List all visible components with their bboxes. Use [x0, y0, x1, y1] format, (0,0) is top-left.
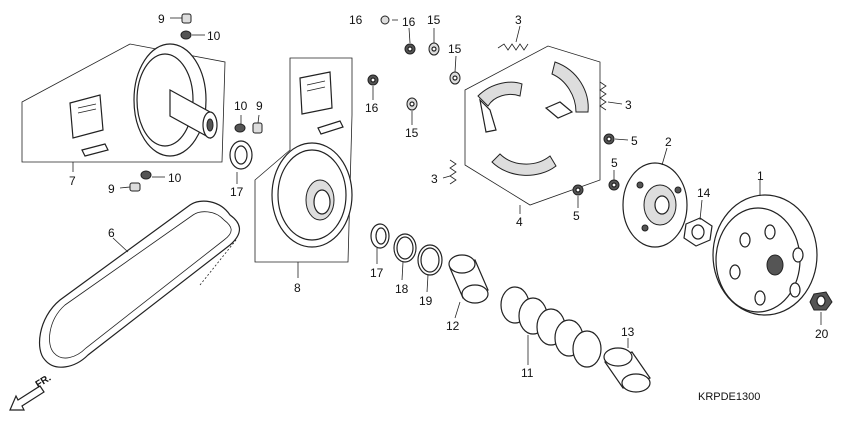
washer-10a — [180, 30, 192, 40]
label-15a: 15 — [427, 13, 441, 27]
label-16b: 16 — [402, 15, 416, 29]
label-9b: 9 — [256, 99, 263, 113]
washer-10c — [140, 170, 152, 180]
driven-face-spring — [500, 286, 602, 368]
collar-13 — [603, 347, 651, 393]
drive-belt — [38, 200, 240, 368]
nut-14 — [683, 217, 713, 247]
clutch-shoe-lower — [491, 153, 557, 176]
bolt-9c — [129, 182, 141, 192]
label-3c: 3 — [431, 172, 438, 186]
label-16c: 16 — [365, 101, 379, 115]
label-14: 14 — [697, 186, 711, 200]
nut-20 — [809, 291, 833, 311]
label-18: 18 — [395, 282, 409, 296]
washer-10b — [234, 123, 246, 133]
label-16a: 16 — [349, 13, 363, 27]
o-ring-18 — [393, 233, 417, 263]
diagram-code: KRPDE1300 — [698, 391, 760, 403]
drive-face — [133, 43, 218, 157]
spring-3b — [599, 81, 607, 111]
nut-5a — [603, 133, 615, 145]
label-5b: 5 — [611, 156, 618, 170]
clutch-shoe-group-outline — [464, 45, 601, 206]
clutch-shoe-upper — [477, 81, 523, 133]
clutch-outer — [712, 194, 818, 316]
bolt-9b — [252, 122, 263, 134]
nut-16c — [367, 74, 379, 86]
nut-16b — [404, 43, 416, 55]
label-1: 1 — [757, 169, 764, 183]
label-2: 2 — [665, 135, 672, 149]
label-8: 8 — [294, 281, 301, 295]
label-4: 4 — [516, 215, 523, 229]
label-3b: 3 — [625, 98, 632, 112]
label-10a: 10 — [207, 29, 221, 43]
label-11: 11 — [521, 366, 534, 380]
nut-5c — [572, 184, 584, 196]
wrench-tag-7 — [81, 143, 109, 157]
washer-15b — [449, 71, 461, 85]
oil-seal-17b — [370, 223, 390, 249]
drive-plate — [622, 162, 688, 248]
label-19: 19 — [419, 294, 433, 308]
label-15b: 15 — [448, 42, 462, 56]
spring-3a — [497, 43, 529, 51]
wrench-tag-8 — [317, 120, 344, 135]
label-5c: 5 — [573, 209, 580, 223]
washer-15c — [406, 97, 418, 111]
washer-15a — [428, 42, 440, 56]
label-10b: 10 — [234, 99, 248, 113]
leader-lines — [72, 17, 822, 365]
callout-numbers: 9 10 10 9 10 9 17 7 6 8 17 18 19 12 11 1… — [69, 12, 829, 403]
label-12: 12 — [446, 319, 460, 333]
label-13: 13 — [621, 325, 635, 339]
drive-face-group-outline — [21, 43, 226, 163]
label-9c: 9 — [108, 182, 115, 196]
label-17b: 17 — [370, 266, 384, 280]
label-15c: 15 — [405, 126, 419, 140]
bolt-9a — [181, 13, 192, 24]
oil-seal-17a — [229, 140, 253, 170]
clutch-shoe-right — [544, 61, 589, 119]
driven-face-group-outline — [254, 57, 353, 263]
label-3a: 3 — [515, 13, 522, 27]
label-5a: 5 — [631, 134, 638, 148]
spring-3c — [449, 159, 457, 185]
label-7: 7 — [69, 174, 76, 188]
label-17a: 17 — [230, 185, 244, 199]
label-9a: 9 — [158, 12, 165, 26]
nut-5b — [608, 179, 620, 191]
driven-face — [271, 142, 353, 248]
label-6: 6 — [108, 226, 115, 240]
label-20: 20 — [815, 327, 829, 341]
label-10c: 10 — [168, 171, 182, 185]
o-ring-19 — [417, 244, 443, 276]
circlip-16a — [380, 15, 390, 25]
front-direction-arrow: FR. — [9, 373, 53, 411]
seal-collar-12 — [448, 254, 489, 304]
instruction-card-7 — [69, 94, 104, 139]
instruction-card-8 — [299, 71, 333, 115]
